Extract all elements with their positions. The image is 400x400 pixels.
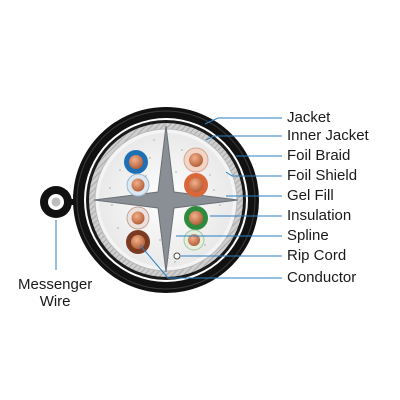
wire-brown (126, 230, 150, 254)
wire-blue-white (126, 173, 150, 197)
label-messenger-line1: Messenger (18, 276, 93, 293)
gel-speckles (109, 139, 221, 263)
wire-orange-white (183, 147, 209, 173)
leader-inner-jacket (205, 135, 282, 141)
label-rip-cord: Rip Cord (287, 247, 347, 264)
label-spline: Spline (287, 227, 329, 244)
label-jacket: Jacket (287, 109, 331, 126)
messenger-wire (40, 186, 72, 218)
label-messenger-wire: Messenger Wire (18, 276, 92, 310)
wire-green-white (183, 229, 205, 251)
label-foil-shield: Foil Shield (287, 167, 358, 184)
leader-jacket (204, 117, 282, 125)
wire-brown-white (126, 206, 150, 230)
rip-cord (173, 252, 181, 260)
wire-blue (124, 150, 148, 174)
leader-lines (55, 117, 282, 279)
label-inner-jacket: Inner Jacket (287, 127, 369, 144)
label-insulation: Insulation (287, 207, 352, 224)
jacket-highlight (76, 110, 256, 290)
label-conductor: Conductor (287, 269, 357, 286)
label-messenger-line2: Wire (39, 293, 71, 310)
leader-conductor (139, 244, 282, 279)
leader-foil-shield (225, 171, 282, 177)
wire-orange (184, 173, 208, 197)
label-gel-fill: Gel Fill (287, 187, 334, 204)
label-foil-braid: Foil Braid (287, 147, 351, 164)
wire-green (184, 206, 208, 230)
